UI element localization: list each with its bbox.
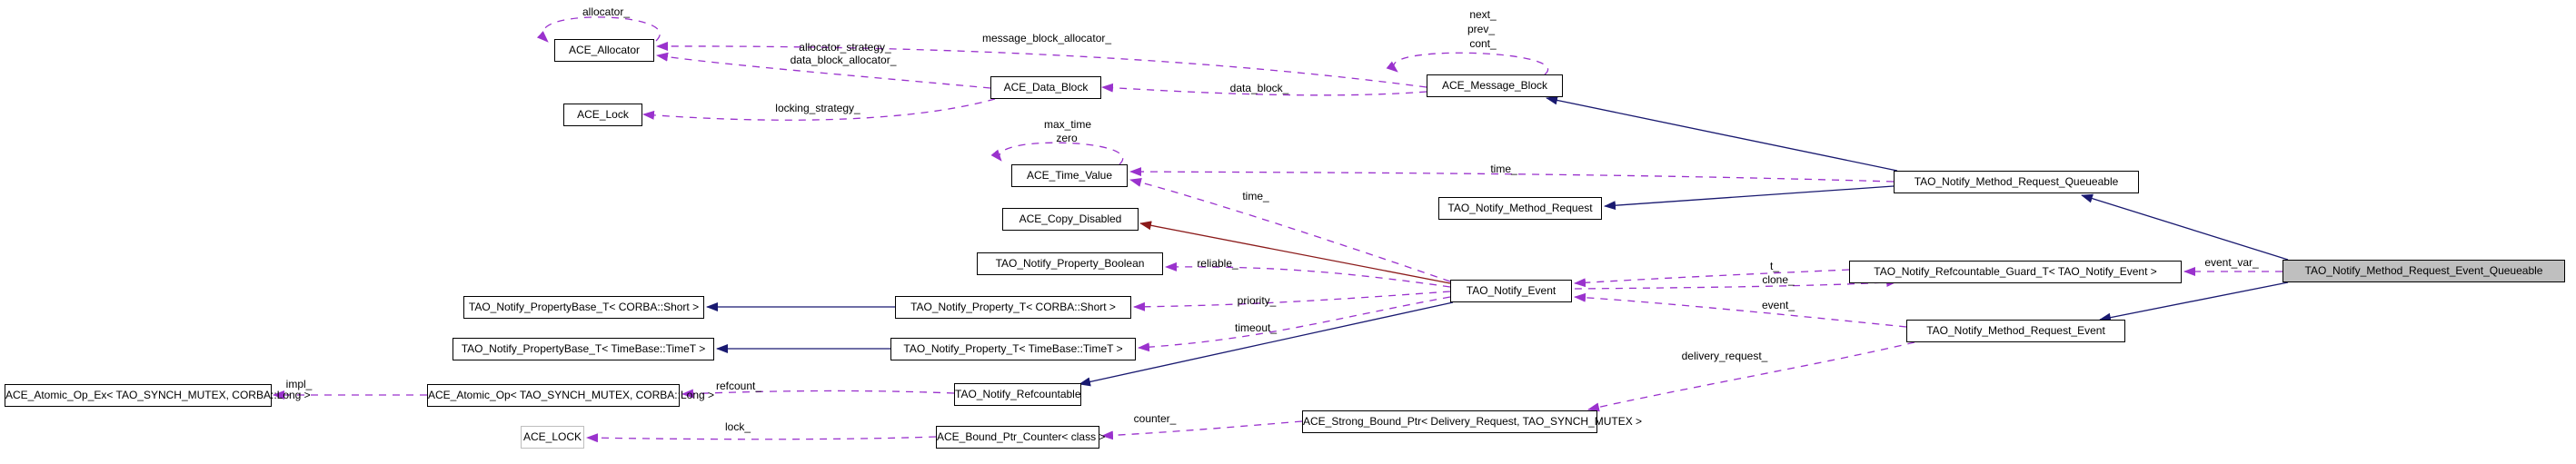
node-ace-time-value[interactable]: ACE_Time_Value <box>1011 164 1128 187</box>
node-tao-notify-method-request-queueable[interactable]: TAO_Notify_Method_Request_Queueable <box>1894 171 2139 193</box>
edge-max-time-zero-self-loop <box>990 142 1124 165</box>
usage-edges <box>273 16 2283 443</box>
edge-time-event <box>1129 178 1451 282</box>
private-inheritance-edges <box>1139 221 1451 284</box>
edge-label-clone: clone_ <box>1762 273 1795 286</box>
edge-label-locking-strategy: locking_strategy_ <box>775 102 860 114</box>
edge-label-t: t_ <box>1769 260 1780 272</box>
edge-label-next: next_ <box>1469 8 1497 21</box>
node-tao-notify-refcountable[interactable]: TAO_Notify_Refcountable <box>954 383 1081 406</box>
node-tao-notify-property-t-timebase-timet[interactable]: TAO_Notify_Property_T< TimeBase::TimeT > <box>890 338 1136 360</box>
edge-label-cont: cont_ <box>1469 37 1497 50</box>
edge-reliable <box>1165 262 1451 288</box>
node-tao-notify-method-request-event[interactable]: TAO_Notify_Method_Request_Event <box>1906 320 2125 342</box>
node-tao-notify-method-request-event-queueable[interactable]: TAO_Notify_Method_Request_Event_Queueabl… <box>2283 260 2565 282</box>
edge-allocator-self-loop <box>536 16 661 43</box>
edge-label-reliable: reliable_ <box>1197 257 1238 270</box>
node-tao-notify-property-t-corba-short[interactable]: TAO_Notify_Property_T< CORBA::Short > <box>895 296 1131 319</box>
node-tao-notify-method-request[interactable]: TAO_Notify_Method_Request <box>1438 197 1602 220</box>
node-tao-notify-refcountable-guard-t[interactable]: TAO_Notify_Refcountable_Guard_T< TAO_Not… <box>1849 261 2182 283</box>
node-ace-copy-disabled[interactable]: ACE_Copy_Disabled <box>1002 208 1139 231</box>
edge-delivery-request <box>1587 341 1915 412</box>
edge-event-to-copy-disabled <box>1139 221 1451 284</box>
edge-label-allocator-strategy: allocator_strategy_ <box>799 41 891 54</box>
edge-event-queueable-to-request-event <box>2099 281 2289 322</box>
edge-time-queueable <box>1129 167 1895 183</box>
edge-label-lock: lock_ <box>724 420 751 433</box>
edge-lock <box>586 433 937 443</box>
node-tao-notify-event[interactable]: TAO_Notify_Event <box>1450 280 1572 302</box>
edge-label-data-block: data_block_ <box>1229 82 1289 94</box>
edge-label-prev: prev_ <box>1467 23 1496 35</box>
edge-label-timeout: timeout_ <box>1234 321 1278 334</box>
node-ace-atomic-op[interactable]: ACE_Atomic_Op< TAO_SYNCH_MUTEX, CORBA::L… <box>427 384 714 407</box>
edge-label-data-block-allocator: data_block_allocator_ <box>790 54 897 66</box>
edge-locking-strategy <box>642 98 996 121</box>
node-ace-allocator[interactable]: ACE_Allocator <box>554 39 654 62</box>
edge-label-counter: counter_ <box>1133 412 1177 425</box>
edge-allocator-strategy <box>656 52 991 89</box>
edge-t <box>1574 269 1850 288</box>
edge-priority <box>1133 291 1451 311</box>
edge-counter <box>1101 420 1303 440</box>
node-ace-lock[interactable]: ACE_Lock <box>563 104 642 126</box>
node-tao-notify-propertybase-t-corba-short[interactable]: TAO_Notify_PropertyBase_T< CORBA::Short … <box>463 296 704 319</box>
edge-label-time-event: time_ <box>1242 190 1269 202</box>
edge-event <box>1574 292 1907 328</box>
edge-refcount <box>681 389 955 399</box>
edge-event-to-refcountable <box>1079 301 1454 387</box>
edge-label-max-time: max_time <box>1043 118 1092 131</box>
node-ace-bound-ptr-counter[interactable]: ACE_Bound_Ptr_Counter< class > <box>936 426 1105 449</box>
edge-data-block <box>1101 83 1427 96</box>
edge-label-event: event_ <box>1761 299 1795 311</box>
edge-label-event-var: event_var_ <box>2204 256 2259 269</box>
public-inheritance-edges <box>706 95 2289 387</box>
node-ace-atomic-op-ex[interactable]: ACE_Atomic_Op_Ex< TAO_SYNCH_MUTEX, CORBA… <box>5 384 311 407</box>
edge-clone <box>1574 278 1898 290</box>
edge-label-allocator: allocator_ <box>582 5 631 18</box>
edge-queueable-to-message-block <box>1546 95 1898 172</box>
edge-label-message-block-allocator: message_block_allocator_ <box>981 32 1112 44</box>
edge-label-zero: zero <box>1056 132 1078 144</box>
edge-label-delivery-request: delivery_request_ <box>1681 350 1768 362</box>
edge-label-refcount: refcount_ <box>715 380 762 392</box>
edge-label-time-queueable: time_ <box>1490 163 1517 175</box>
edge-next-prev-cont-self-loop <box>1386 52 1549 75</box>
node-ace-lock-external[interactable]: ACE_LOCK <box>521 426 584 449</box>
edge-label-priority: priority_ <box>1237 294 1277 307</box>
node-ace-strong-bound-ptr[interactable]: ACE_Strong_Bound_Ptr< Delivery_Request, … <box>1302 410 1642 433</box>
edge-label-impl: impl_ <box>285 378 313 390</box>
node-ace-data-block[interactable]: ACE_Data_Block <box>990 76 1101 99</box>
node-tao-notify-property-boolean[interactable]: TAO_Notify_Property_Boolean <box>977 252 1163 275</box>
node-ace-message-block[interactable]: ACE_Message_Block <box>1427 74 1563 97</box>
edge-event-queueable-to-queueable <box>2081 193 2289 261</box>
edge-timeout <box>1138 296 1451 352</box>
edge-queueable-to-method-request <box>1604 185 1895 211</box>
node-tao-notify-propertybase-t-timebase-timet[interactable]: TAO_Notify_PropertyBase_T< TimeBase::Tim… <box>453 338 714 360</box>
